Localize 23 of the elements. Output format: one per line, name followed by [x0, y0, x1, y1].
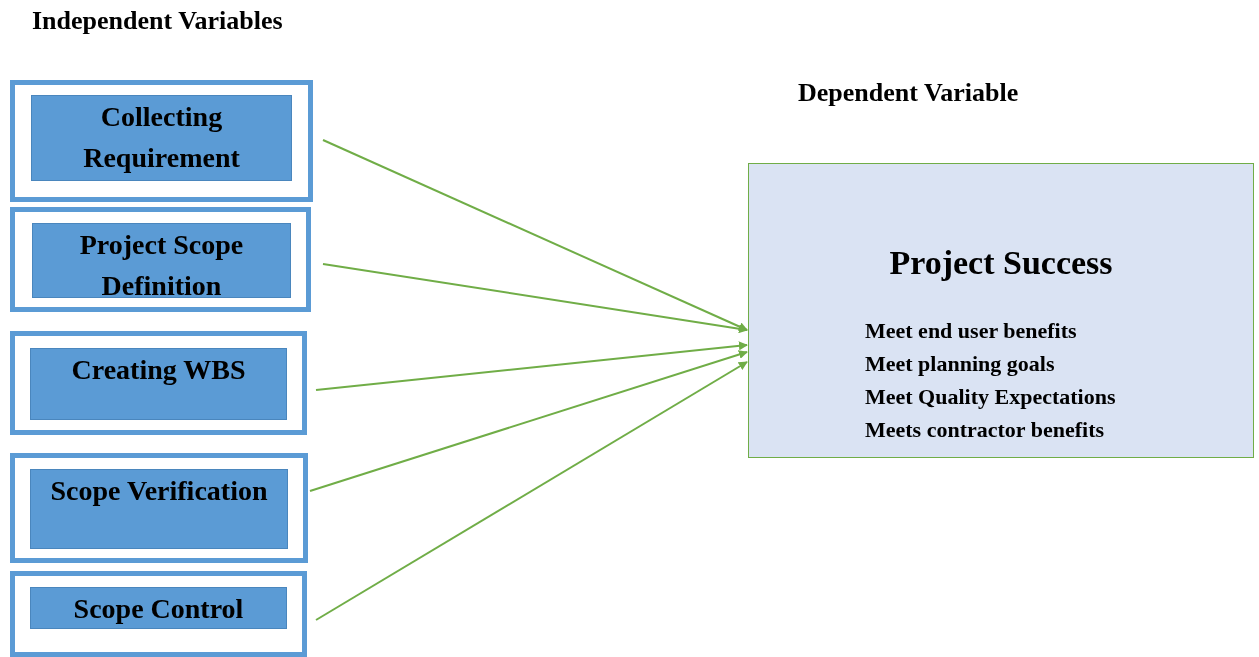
variable-label: Scope Verification [30, 469, 288, 549]
arrow [322, 263, 748, 334]
outcome-heading: Project Success [888, 244, 1114, 282]
arrow [309, 350, 748, 492]
section-heading: Dependent Variable [798, 78, 1019, 108]
variable-label: Creating WBS [30, 348, 287, 420]
variable-label: Collecting Requirement [31, 95, 292, 181]
outcome-criterion: Meet planning goals [865, 351, 1055, 377]
outcome-criterion: Meet Quality Expectations [865, 384, 1116, 410]
outcome-box [748, 163, 1254, 458]
section-heading: Independent Variables [32, 6, 283, 36]
variable-box [10, 331, 307, 435]
arrow [322, 139, 748, 331]
variable-box [10, 453, 308, 563]
variable-box [10, 571, 307, 657]
outcome-criterion: Meets contractor benefits [865, 417, 1105, 443]
arrow [315, 361, 748, 621]
arrow [315, 341, 748, 391]
variable-label: Project Scope Definition [32, 223, 291, 298]
variable-box [10, 80, 313, 202]
variable-label: Scope Control [30, 587, 287, 629]
variable-box [10, 207, 311, 312]
outcome-criterion: Meet end user benefits [865, 318, 1077, 344]
